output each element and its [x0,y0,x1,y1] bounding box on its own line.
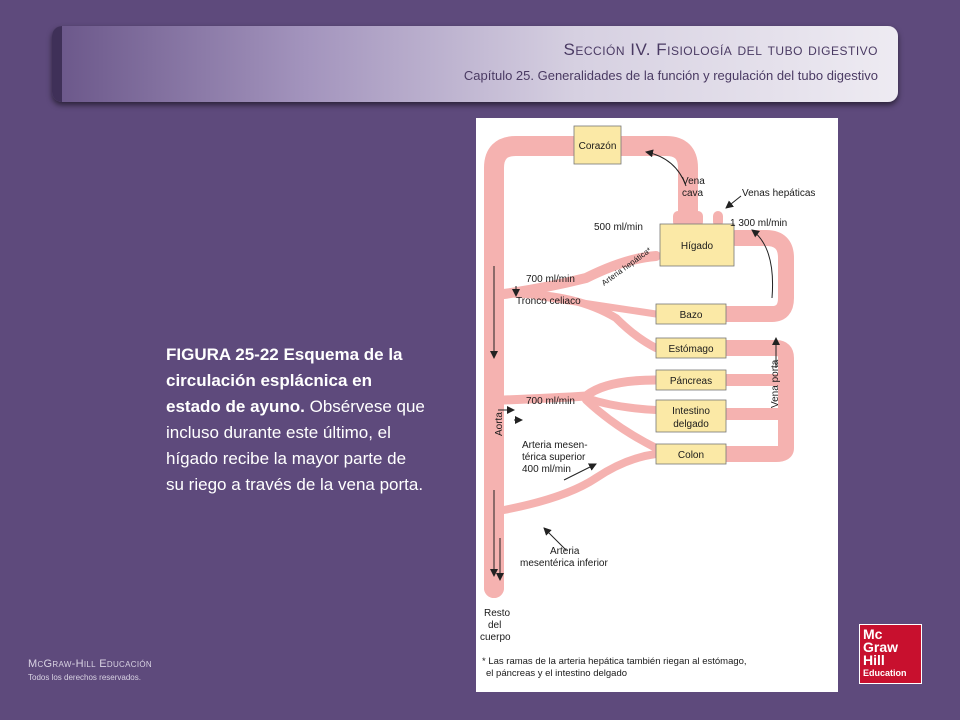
liver-label: Hígado [681,241,714,252]
pancreas-label: Páncreas [670,376,712,387]
figure-caption: FIGURA 25-22 Esquema de la circulación e… [166,342,428,498]
caption-body: Obsérvese que incluso durante este últim… [166,397,425,494]
footer-rights: Todos los derechos reservados. [28,673,141,682]
liver-box [659,223,735,267]
colon-label: Colon [678,450,704,461]
vena-cava-label-2: cava [682,188,704,199]
portal-vein-vessel [718,230,794,322]
splanchnic-circulation-diagram: Corazón Hígado Bazo Estómago Páncreas In… [480,125,815,679]
caption-heading: FIGURA 25-22 Esquema de la circulación e… [166,345,403,416]
mcgraw-hill-logo: Mc Graw Hill Education [859,624,922,684]
footnote-line-1: * Las ramas de la arteria hepática tambi… [482,656,747,667]
footnote-line-2: el páncreas y el intestino delgado [486,668,627,679]
sma-label-1: Arteria mesen- [522,440,588,451]
intestine-label-1: Intestino [672,406,710,417]
logo-line-1: Mc [863,626,883,642]
intestine-label-2: delgado [673,419,709,430]
intestine-box [655,399,727,433]
logo-line-2: Graw [863,639,899,655]
footer-brand: McGraw-Hill Educación [28,658,152,670]
rest-of-body-label-3: cuerpo [480,632,511,643]
flow-700-mid-label: 700 ml/min [526,396,575,407]
section-title: Sección IV. Fisiología del tubo digestiv… [563,40,878,59]
celiac-trunk-label: Tronco celiaco [516,296,581,307]
rest-of-body-label-1: Resto [484,608,511,619]
spleen-box [655,303,727,325]
header-banner: Sección IV. Fisiología del tubo digestiv… [52,26,898,102]
stomach-label: Estómago [668,344,713,355]
portal-vein-label: Vena porta [770,359,781,408]
aorta-vessel [484,136,584,598]
heart-box [573,125,622,165]
hepatic-veins-label: Venas hepáticas [742,188,815,199]
sma-label-2: térica superior [522,452,586,463]
stomach-box [655,337,727,359]
pancreas-box [655,369,727,391]
logo-line-4: Education [863,668,907,678]
vena-cava-vessel [611,136,698,226]
heart-label: Corazón [579,141,617,152]
flow-1300-label: 1 300 ml/min [730,218,787,229]
spleen-label: Bazo [680,310,703,321]
chapter-title: Capítulo 25. Generalidades de la función… [463,68,878,83]
sma-label-3: 400 ml/min [522,464,571,475]
flow-700-top-label: 700 ml/min [526,274,575,285]
aorta-label: Aorta [494,412,505,436]
circulation-figure: Corazón Hígado Bazo Estómago Páncreas In… [476,118,838,692]
logo-line-3: Hill [863,652,885,668]
ima-label-1: Arteria [550,546,580,557]
vena-cava-label-1: Vena [682,176,705,187]
flow-500-label: 500 ml/min [594,222,643,233]
colon-box [655,443,727,465]
ima-label-2: mesentérica inferior [520,558,608,569]
rest-of-body-label-2: del [488,620,501,631]
